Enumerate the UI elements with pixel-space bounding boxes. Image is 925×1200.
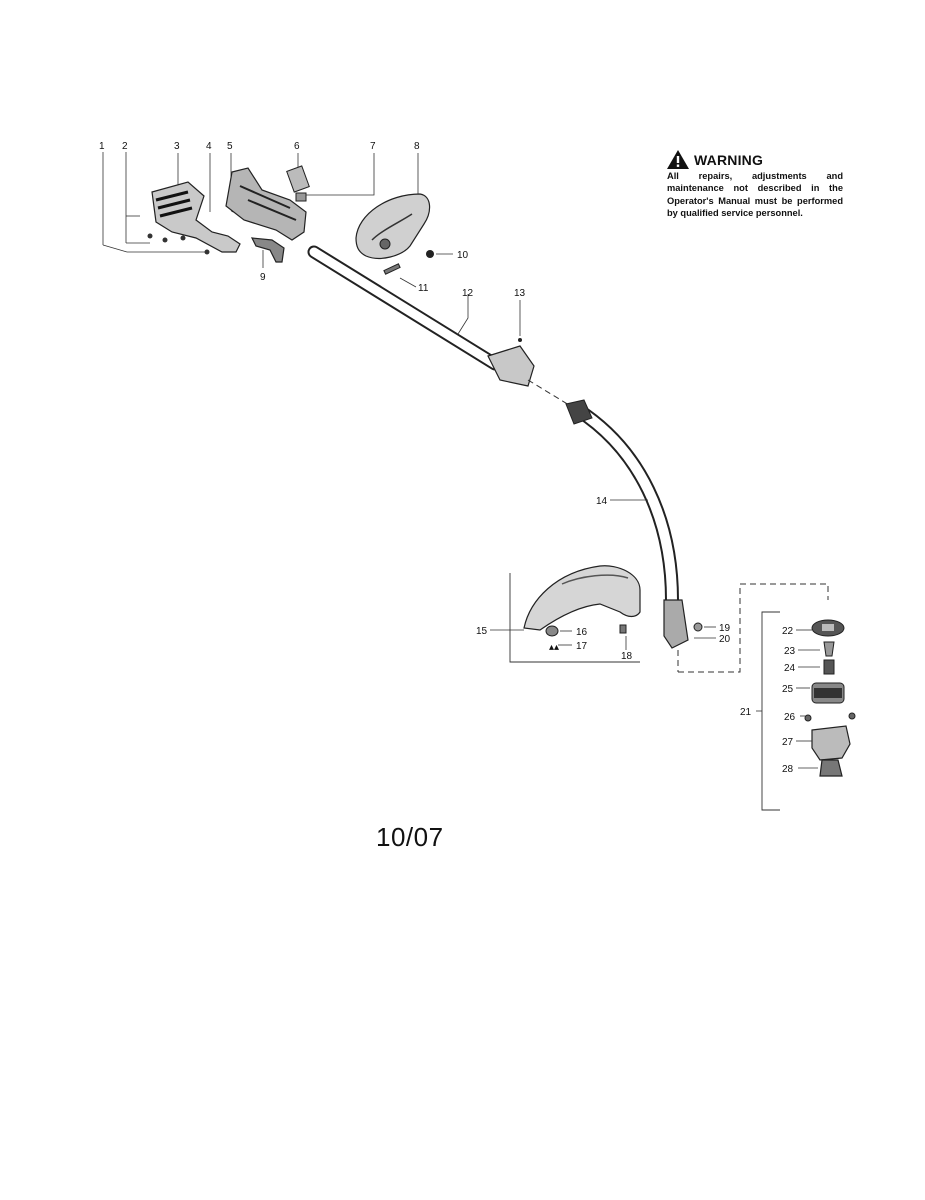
nut-17: ▴▴ bbox=[549, 642, 559, 653]
warning-heading: WARNING bbox=[667, 150, 843, 169]
callout-17: 17 bbox=[576, 641, 588, 652]
lower-shaft-14-fill bbox=[575, 405, 677, 601]
date-code: 10/07 bbox=[376, 822, 444, 852]
assembly-dash-3 bbox=[678, 583, 829, 673]
callout-13: 13 bbox=[514, 288, 526, 299]
warning-triangle-icon bbox=[667, 150, 689, 169]
cover-8-hole bbox=[379, 238, 391, 250]
trimmer-head-group bbox=[678, 583, 856, 811]
housing-27 bbox=[811, 725, 851, 761]
screw-2b bbox=[162, 237, 168, 243]
callout-12: 12 bbox=[462, 288, 474, 299]
guard-group: ▴▴ bbox=[490, 565, 716, 663]
callout-11: 11 bbox=[418, 283, 429, 294]
handle-detail-lines bbox=[239, 185, 297, 221]
cover-group bbox=[355, 153, 453, 288]
eyelet-26b bbox=[848, 712, 856, 720]
shaft-grip-14 bbox=[565, 399, 593, 425]
head-bracket bbox=[761, 611, 780, 811]
callout-2: 2 bbox=[122, 141, 128, 152]
handle-grip-ribs bbox=[155, 190, 193, 218]
handle-half-5 bbox=[225, 167, 307, 241]
callout-5: 5 bbox=[227, 141, 233, 152]
guard-15-detail bbox=[561, 574, 629, 585]
callout-14: 14 bbox=[596, 496, 608, 507]
callout-10: 10 bbox=[457, 250, 469, 261]
bump-knob-28 bbox=[819, 759, 843, 777]
guard-bracket bbox=[509, 573, 640, 663]
spring-24 bbox=[823, 659, 835, 675]
screw-1 bbox=[204, 249, 210, 255]
callout-3: 3 bbox=[174, 141, 180, 152]
knob-7 bbox=[295, 192, 307, 202]
callout-24: 24 bbox=[784, 663, 796, 674]
guard-15 bbox=[523, 565, 641, 631]
assembly-dash-1 bbox=[527, 379, 575, 409]
throttle-trigger-9 bbox=[250, 237, 285, 263]
adapter-22-hub bbox=[822, 624, 834, 631]
callout-26: 26 bbox=[784, 712, 796, 723]
callout-4: 4 bbox=[206, 141, 212, 152]
leader-1b bbox=[102, 244, 128, 253]
callout-27: 27 bbox=[782, 737, 794, 748]
callout-23: 23 bbox=[784, 646, 796, 657]
callout-1: 1 bbox=[99, 141, 105, 152]
bolt-18 bbox=[619, 624, 627, 634]
cover-8-detail bbox=[371, 213, 413, 241]
bolt-23 bbox=[823, 641, 835, 657]
throttle-cable-6 bbox=[286, 165, 310, 193]
warning-text: All repairs, adjustments and maintenance… bbox=[667, 171, 843, 218]
callout-20: 20 bbox=[719, 634, 731, 645]
screw-13 bbox=[518, 338, 522, 342]
callout-numbers: 1 2 3 4 5 6 7 8 9 10 11 12 13 14 15 16 1… bbox=[99, 141, 796, 775]
shaft-group bbox=[307, 245, 575, 409]
screw-10 bbox=[426, 250, 434, 258]
clamp-16 bbox=[545, 625, 559, 637]
gear-head bbox=[663, 599, 689, 649]
callout-25: 25 bbox=[782, 684, 794, 695]
leader-12 bbox=[457, 294, 469, 335]
callout-21: 21 bbox=[740, 707, 752, 718]
callout-28: 28 bbox=[782, 764, 794, 775]
upper-shaft-12-fill bbox=[309, 247, 500, 369]
handle-group bbox=[102, 152, 375, 268]
screw-2c bbox=[180, 235, 186, 241]
callout-16: 16 bbox=[576, 627, 588, 638]
callout-8: 8 bbox=[414, 141, 420, 152]
leader-11 bbox=[399, 277, 417, 288]
lower-shaft-group bbox=[565, 399, 689, 672]
eyelet-26a bbox=[804, 714, 812, 722]
callout-22: 22 bbox=[782, 626, 794, 637]
callout-7: 7 bbox=[370, 141, 376, 152]
callout-19: 19 bbox=[719, 623, 731, 634]
pin-11 bbox=[383, 263, 401, 275]
spool-25-line bbox=[814, 688, 842, 698]
nut-19 bbox=[693, 622, 703, 632]
callout-18: 18 bbox=[621, 651, 633, 662]
shaft-coupler bbox=[487, 345, 535, 387]
leader-7 bbox=[305, 153, 375, 196]
warning-title: WARNING bbox=[694, 151, 764, 168]
callout-9: 9 bbox=[260, 272, 266, 283]
callout-15: 15 bbox=[476, 626, 488, 637]
warning-notice: WARNING All repairs, adjustments and mai… bbox=[667, 150, 843, 219]
callout-6: 6 bbox=[294, 141, 300, 152]
screw-2a bbox=[147, 233, 153, 239]
handle-half-3 bbox=[151, 181, 241, 253]
